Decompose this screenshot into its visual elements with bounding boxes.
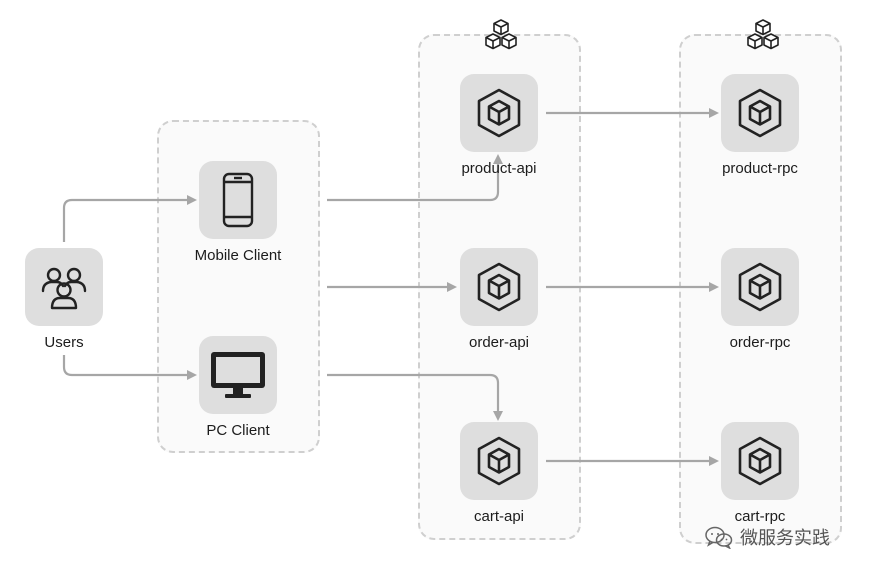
product-rpc-label: product-rpc	[722, 160, 798, 177]
order-rpc-tile	[721, 248, 799, 326]
product-api-label: product-api	[461, 160, 537, 177]
edge-pc-cart-api	[327, 373, 503, 421]
pc-client-label: PC Client	[206, 422, 270, 439]
pc-client-tile	[199, 336, 277, 414]
cart-api-node[interactable]: cart-api	[439, 422, 559, 525]
edge-mobile-product-api	[327, 154, 503, 202]
order-rpc-label: order-rpc	[729, 334, 791, 351]
api-cluster-icon	[485, 19, 517, 50]
cube-icon	[477, 88, 521, 138]
watermark: 微服务实践	[704, 524, 830, 550]
mobile-client-node[interactable]: Mobile Client	[178, 161, 298, 264]
users-tile	[25, 248, 103, 326]
order-api-label: order-api	[468, 334, 530, 351]
cart-api-tile	[460, 422, 538, 500]
cube-icon	[477, 436, 521, 486]
users-node[interactable]: Users	[4, 248, 124, 351]
product-api-node[interactable]: product-api	[439, 74, 559, 177]
wechat-icon	[705, 526, 733, 549]
users-group-icon	[41, 267, 87, 310]
edge-users-mobile	[62, 195, 197, 242]
cart-api-label: cart-api	[473, 508, 525, 525]
cube-icon	[477, 262, 521, 312]
mobile-client-tile	[199, 161, 277, 239]
pc-client-node[interactable]: PC Client	[178, 336, 298, 439]
order-api-tile	[460, 248, 538, 326]
cart-rpc-node[interactable]: cart-rpc	[700, 422, 820, 525]
edge-users-pc	[62, 355, 197, 380]
order-rpc-node[interactable]: order-rpc	[700, 248, 820, 351]
cube-icon	[738, 88, 782, 138]
mobile-client-label: Mobile Client	[194, 247, 282, 264]
cart-rpc-label: cart-rpc	[734, 508, 786, 525]
product-api-tile	[460, 74, 538, 152]
cube-icon	[738, 262, 782, 312]
watermark-text: 微服务实践	[740, 528, 830, 549]
order-api-node[interactable]: order-api	[439, 248, 559, 351]
cart-rpc-tile	[721, 422, 799, 500]
smartphone-icon	[222, 172, 254, 228]
cube-icon	[738, 436, 782, 486]
product-rpc-tile	[721, 74, 799, 152]
users-label: Users	[44, 334, 84, 351]
rpc-cluster-icon	[747, 19, 779, 50]
monitor-icon	[211, 352, 265, 398]
product-rpc-node[interactable]: product-rpc	[700, 74, 820, 177]
